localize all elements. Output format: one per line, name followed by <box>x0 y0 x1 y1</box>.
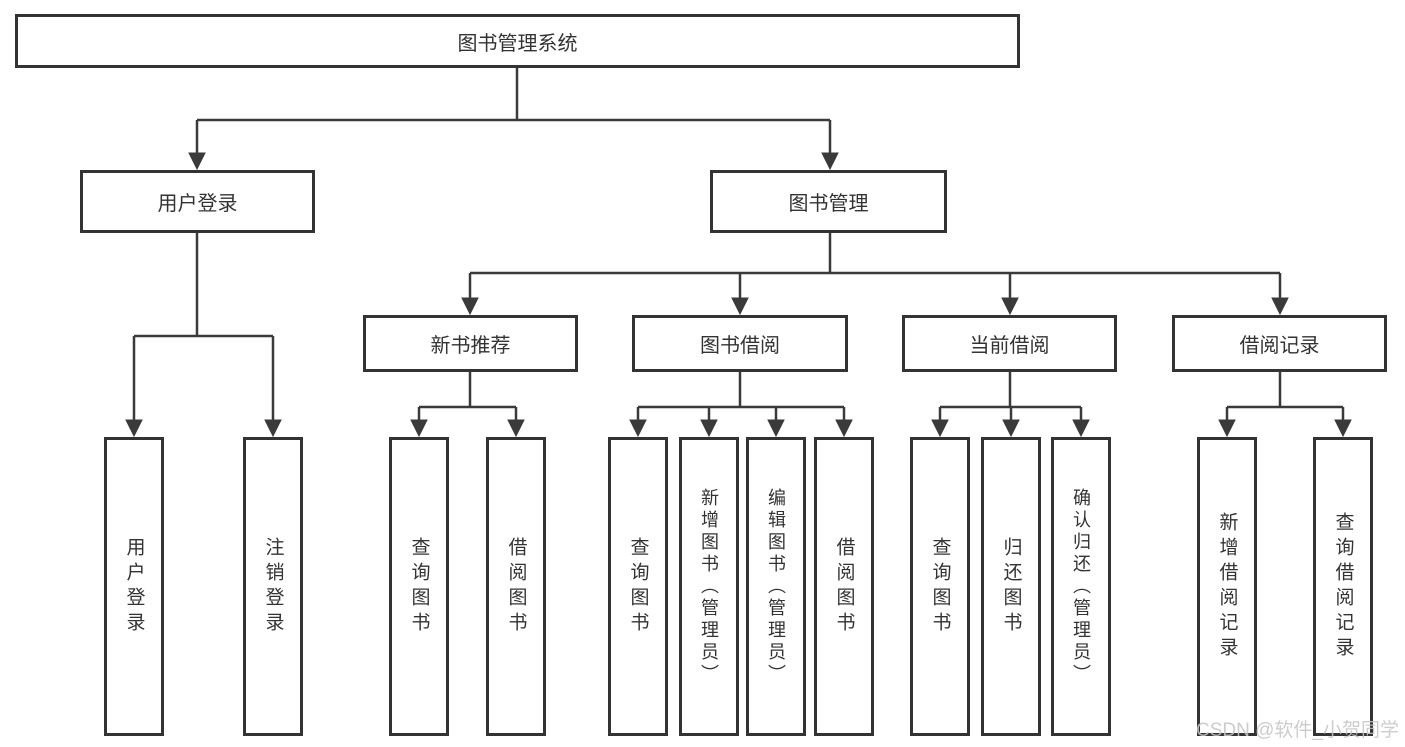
leaf-add-borrow-record: 新增借阅记录 <box>1197 437 1257 736</box>
leaf-user-login: 用户登录 <box>104 437 164 736</box>
node-library-management-system: 图书管理系统 <box>15 14 1020 68</box>
node-borrowing-records: 借阅记录 <box>1172 315 1387 372</box>
leaf-logout: 注销登录 <box>243 437 303 736</box>
leaf-borrow-books: 借阅图书 <box>814 437 874 736</box>
leaf-confirm-return-admin: 确认归还（管理员） <box>1051 437 1111 736</box>
node-current-borrowing: 当前借阅 <box>902 315 1117 372</box>
leaf-query-books-current: 查询图书 <box>910 437 970 736</box>
leaf-edit-books-admin: 编辑图书（管理员） <box>746 437 806 736</box>
csdn-watermark: CSDN @软件_小贺同学 <box>1196 720 1399 741</box>
node-new-book-recommendation: 新书推荐 <box>363 315 578 372</box>
leaf-query-books-recommend: 查询图书 <box>389 437 449 736</box>
node-book-management-module: 图书管理 <box>710 170 947 233</box>
node-book-borrowing: 图书借阅 <box>632 315 848 372</box>
leaf-query-books-borrowing: 查询图书 <box>608 437 668 736</box>
node-user-login-module: 用户登录 <box>80 170 315 233</box>
leaf-add-books-admin: 新增图书（管理员） <box>679 437 739 736</box>
leaf-return-books: 归还图书 <box>981 437 1041 736</box>
leaf-query-borrow-record: 查询借阅记录 <box>1313 437 1373 736</box>
leaf-borrow-books-recommend: 借阅图书 <box>486 437 546 736</box>
